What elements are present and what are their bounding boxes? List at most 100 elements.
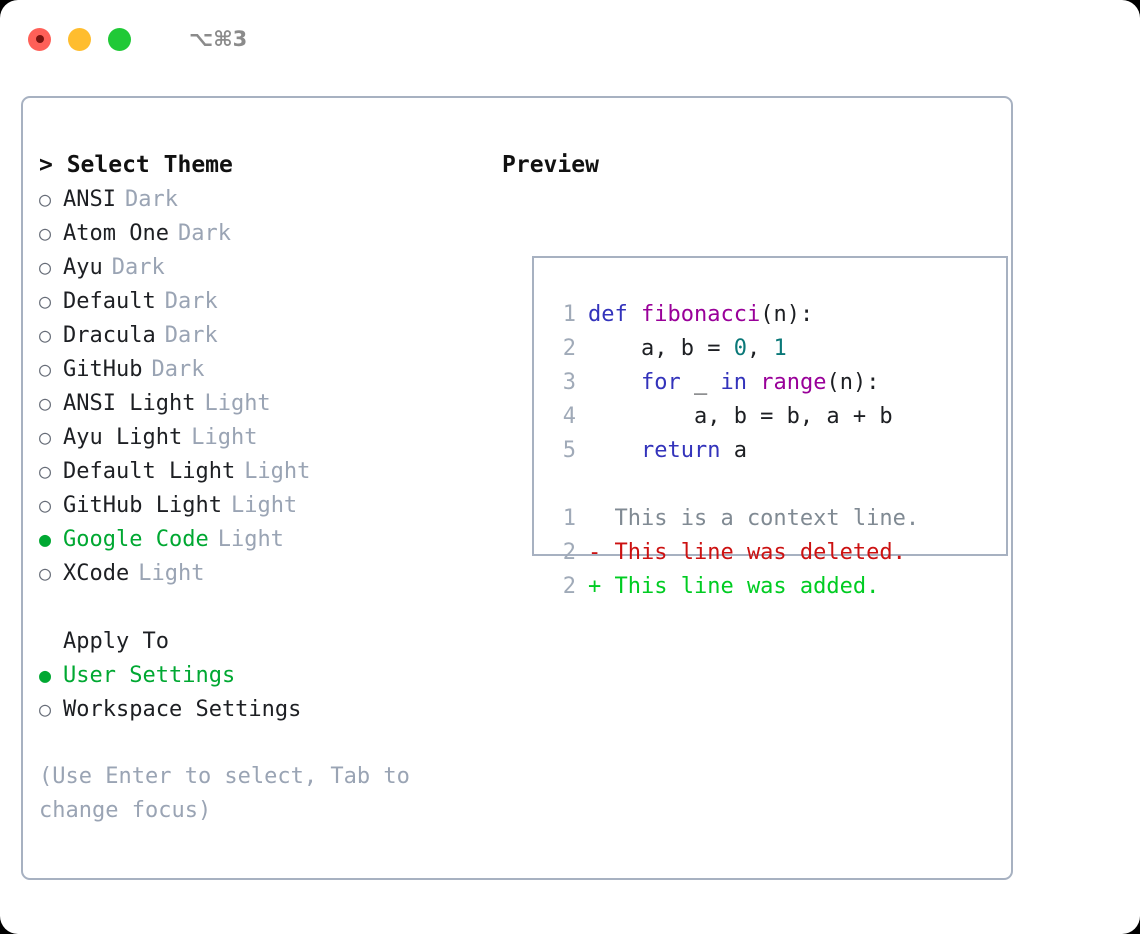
preview-header: Preview <box>502 152 599 178</box>
diff-line: 1 This is a context line. <box>546 502 919 536</box>
apply-to-list[interactable]: ●User Settings○Workspace Settings <box>39 658 489 726</box>
code-token-pl <box>628 302 641 327</box>
code-line-content: return a <box>588 434 747 468</box>
radio-unselected-icon[interactable]: ○ <box>39 697 52 721</box>
code-line: 3 for _ in range(n): <box>546 366 919 400</box>
radio-unselected-icon[interactable]: ○ <box>39 561 52 585</box>
code-line-content: a, b = 0, 1 <box>588 332 787 366</box>
theme-list-item[interactable]: ○ Ayu Dark <box>39 250 489 284</box>
radio-selected-icon[interactable]: ● <box>39 663 52 687</box>
code-line-content: for _ in range(n): <box>588 366 879 400</box>
keyboard-shortcut-label: ⌥⌘3 <box>189 27 248 51</box>
apply-to-bullet-placeholder: ○ <box>39 624 63 658</box>
theme-list-item[interactable]: ○ XCode Light <box>39 556 489 590</box>
theme-variant-tag: Dark <box>111 255 165 280</box>
apply-to-option[interactable]: ○Workspace Settings <box>39 692 489 726</box>
code-token-kw: def <box>588 302 628 327</box>
theme-variant-tag: Light <box>230 493 298 518</box>
theme-variant-tag: Dark <box>164 323 218 348</box>
code-token-pl <box>588 438 641 463</box>
code-diff-separator <box>546 468 919 502</box>
code-token-pl <box>588 370 641 395</box>
code-token-pl: (n): <box>760 302 814 327</box>
code-line-content: a, b = b, a + b <box>588 400 893 434</box>
radio-unselected-icon[interactable]: ○ <box>39 221 52 245</box>
code-token-num: 0 <box>733 336 747 361</box>
code-line-number: 2 <box>562 336 576 361</box>
theme-variant-tag: Dark <box>151 357 205 382</box>
theme-name-label: XCode <box>63 561 130 586</box>
apply-to-label: Apply To <box>63 629 169 654</box>
theme-name-label: Ayu Light <box>63 425 183 450</box>
radio-unselected-icon[interactable]: ○ <box>39 493 52 517</box>
code-line-number: 1 <box>562 302 576 327</box>
radio-unselected-icon[interactable]: ○ <box>39 289 52 313</box>
code-token-pl: (n): <box>826 370 880 395</box>
radio-unselected-icon[interactable]: ○ <box>39 391 52 415</box>
maximize-button[interactable] <box>108 27 131 51</box>
select-theme-header: > Select Theme <box>39 152 233 178</box>
code-line-number: 1 <box>562 506 576 531</box>
code-token-pl: a, b = <box>588 336 734 361</box>
code-token-kw: for <box>640 370 681 395</box>
code-line-number: 2 <box>562 540 576 565</box>
theme-list-item[interactable]: ○ ANSI Dark <box>39 182 489 216</box>
radio-selected-icon[interactable]: ● <box>39 527 52 551</box>
theme-name-label: Ayu <box>63 255 103 280</box>
diff-line-content-del: - This line was deleted. <box>588 540 906 565</box>
keyboard-hint-text: (Use Enter to select, Tab to change focu… <box>39 764 424 823</box>
apply-to-title: ○ Apply To <box>39 624 489 658</box>
radio-unselected-icon[interactable]: ○ <box>39 459 52 483</box>
code-line-number: 3 <box>562 370 576 395</box>
theme-variant-tag: Light <box>138 561 205 586</box>
code-token-fn: range <box>760 370 827 395</box>
diff-line: 2 + This line was added. <box>546 570 919 604</box>
minimize-button[interactable] <box>68 27 91 51</box>
radio-unselected-icon[interactable]: ○ <box>39 255 52 279</box>
radio-unselected-icon[interactable]: ○ <box>39 357 52 381</box>
code-line-number: 2 <box>562 574 576 599</box>
theme-list-item[interactable]: ○ Atom One Dark <box>39 216 489 250</box>
code-token-pl: a <box>720 438 747 463</box>
code-line-number: 4 <box>562 404 576 429</box>
theme-variant-tag: Light <box>244 459 311 484</box>
window-titlebar: ⌥⌘3 <box>0 0 1140 78</box>
code-token-num: 1 <box>773 336 787 361</box>
code-token-pl: _ <box>680 370 721 395</box>
list-spacer <box>39 590 489 624</box>
code-line: 5 return a <box>546 434 919 468</box>
diff-line-content-add: + This line was added. <box>588 574 880 599</box>
theme-name-label: ANSI Light <box>63 391 196 416</box>
code-line: 1 def fibonacci(n): <box>546 298 919 332</box>
theme-name-label: Default <box>63 289 156 314</box>
radio-unselected-icon[interactable]: ○ <box>39 323 52 347</box>
radio-unselected-icon[interactable]: ○ <box>39 187 52 211</box>
code-token-pl: a, b = b, a + b <box>588 404 893 429</box>
theme-name-label: ANSI <box>63 187 116 212</box>
code-token-fn: fibonacci <box>641 302 761 327</box>
theme-variant-tag: Light <box>217 527 284 552</box>
code-token-pl: , <box>746 336 774 361</box>
close-button[interactable] <box>28 27 51 51</box>
code-line-content: def fibonacci(n): <box>588 298 813 332</box>
theme-name-label: Atom One <box>63 221 169 246</box>
apply-to-option[interactable]: ●User Settings <box>39 658 489 692</box>
theme-variant-tag: Dark <box>177 221 231 246</box>
code-line: 4 a, b = b, a + b <box>546 400 919 434</box>
theme-variant-tag: Dark <box>124 187 178 212</box>
radio-unselected-icon[interactable]: ○ <box>39 425 52 449</box>
